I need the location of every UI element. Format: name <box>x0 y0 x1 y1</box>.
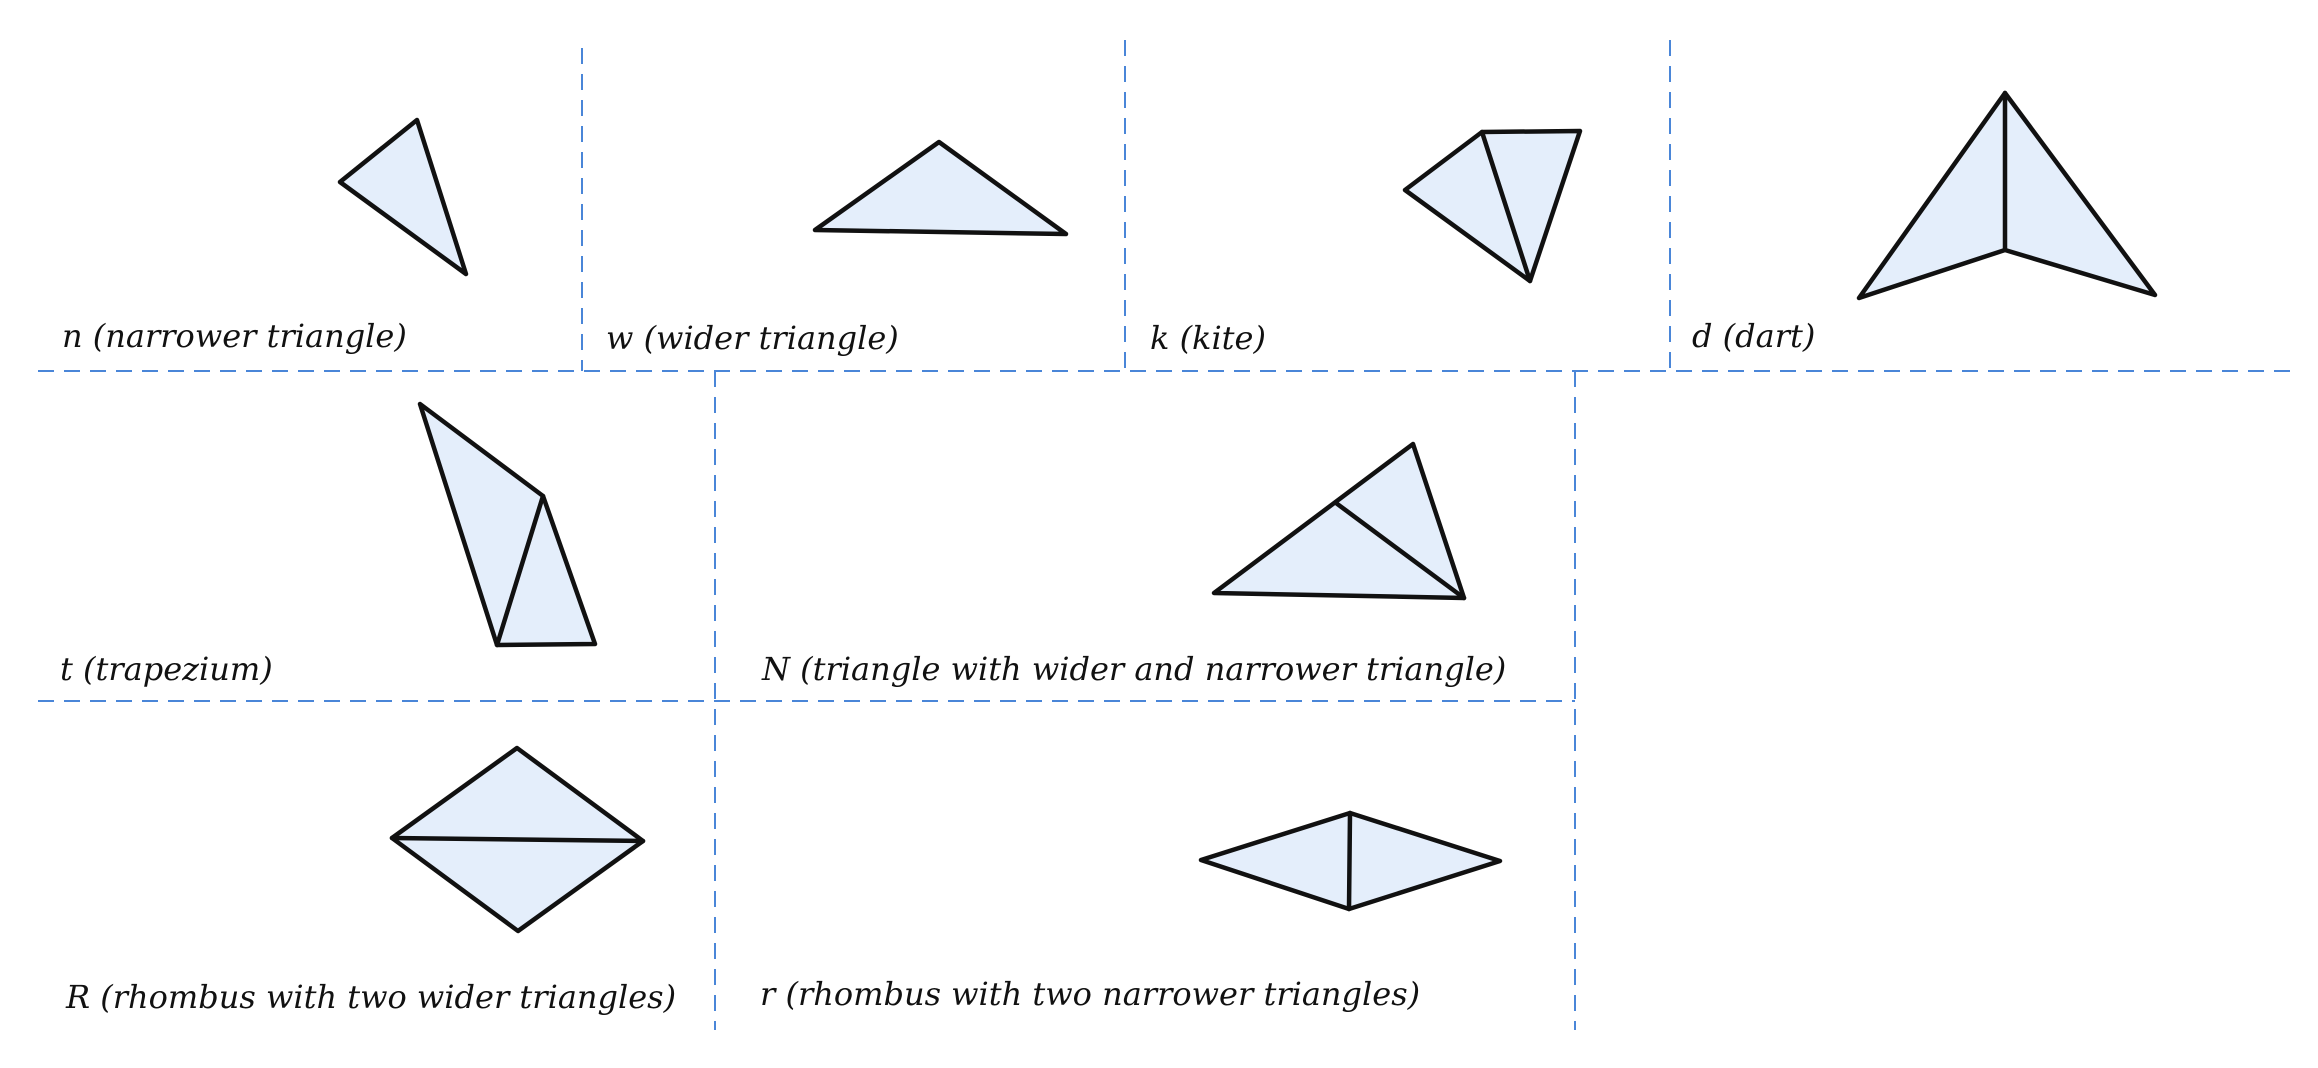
narrower-triangle-shape <box>337 117 469 277</box>
cell-N: N (triangle with wider and narrower tria… <box>761 441 1506 688</box>
kite-shape <box>1402 128 1583 284</box>
cell-w: w (wider triangle) <box>606 139 1069 357</box>
label-N: N (triangle with wider and narrower tria… <box>761 650 1506 688</box>
wider-triangle-shape <box>812 139 1069 237</box>
kite-inner-edge <box>1479 129 1533 284</box>
label-R: R (rhombus with two wider triangles) <box>65 978 676 1016</box>
label-w: w (wider triangle) <box>606 319 899 357</box>
cell-n: n (narrower triangle) <box>62 117 469 355</box>
label-t: t (trapezium) <box>60 650 273 688</box>
cell-t: t (trapezium) <box>60 401 598 688</box>
cell-R: R (rhombus with two wider triangles) <box>65 745 676 1016</box>
composite-triangle-shape <box>1211 441 1467 601</box>
label-k: k (kite) <box>1150 319 1266 357</box>
trapezium-shape <box>417 401 598 648</box>
wide-rhombus-inner-edge <box>389 835 646 844</box>
cell-r: r (rhombus with two narrower triangles) <box>760 810 1503 1013</box>
trapezium-inner-edge <box>494 493 546 648</box>
composite-triangle-inner-edge <box>1333 500 1467 601</box>
cell-d: d (dart) <box>1692 90 2158 355</box>
narrow-rhombus-inner-edge <box>1346 810 1353 912</box>
label-n: n (narrower triangle) <box>62 317 407 355</box>
label-d: d (dart) <box>1692 317 1815 355</box>
label-r: r (rhombus with two narrower triangles) <box>760 975 1420 1013</box>
cell-k: k (kite) <box>1150 128 1583 357</box>
grid-dividers <box>38 40 2295 1030</box>
